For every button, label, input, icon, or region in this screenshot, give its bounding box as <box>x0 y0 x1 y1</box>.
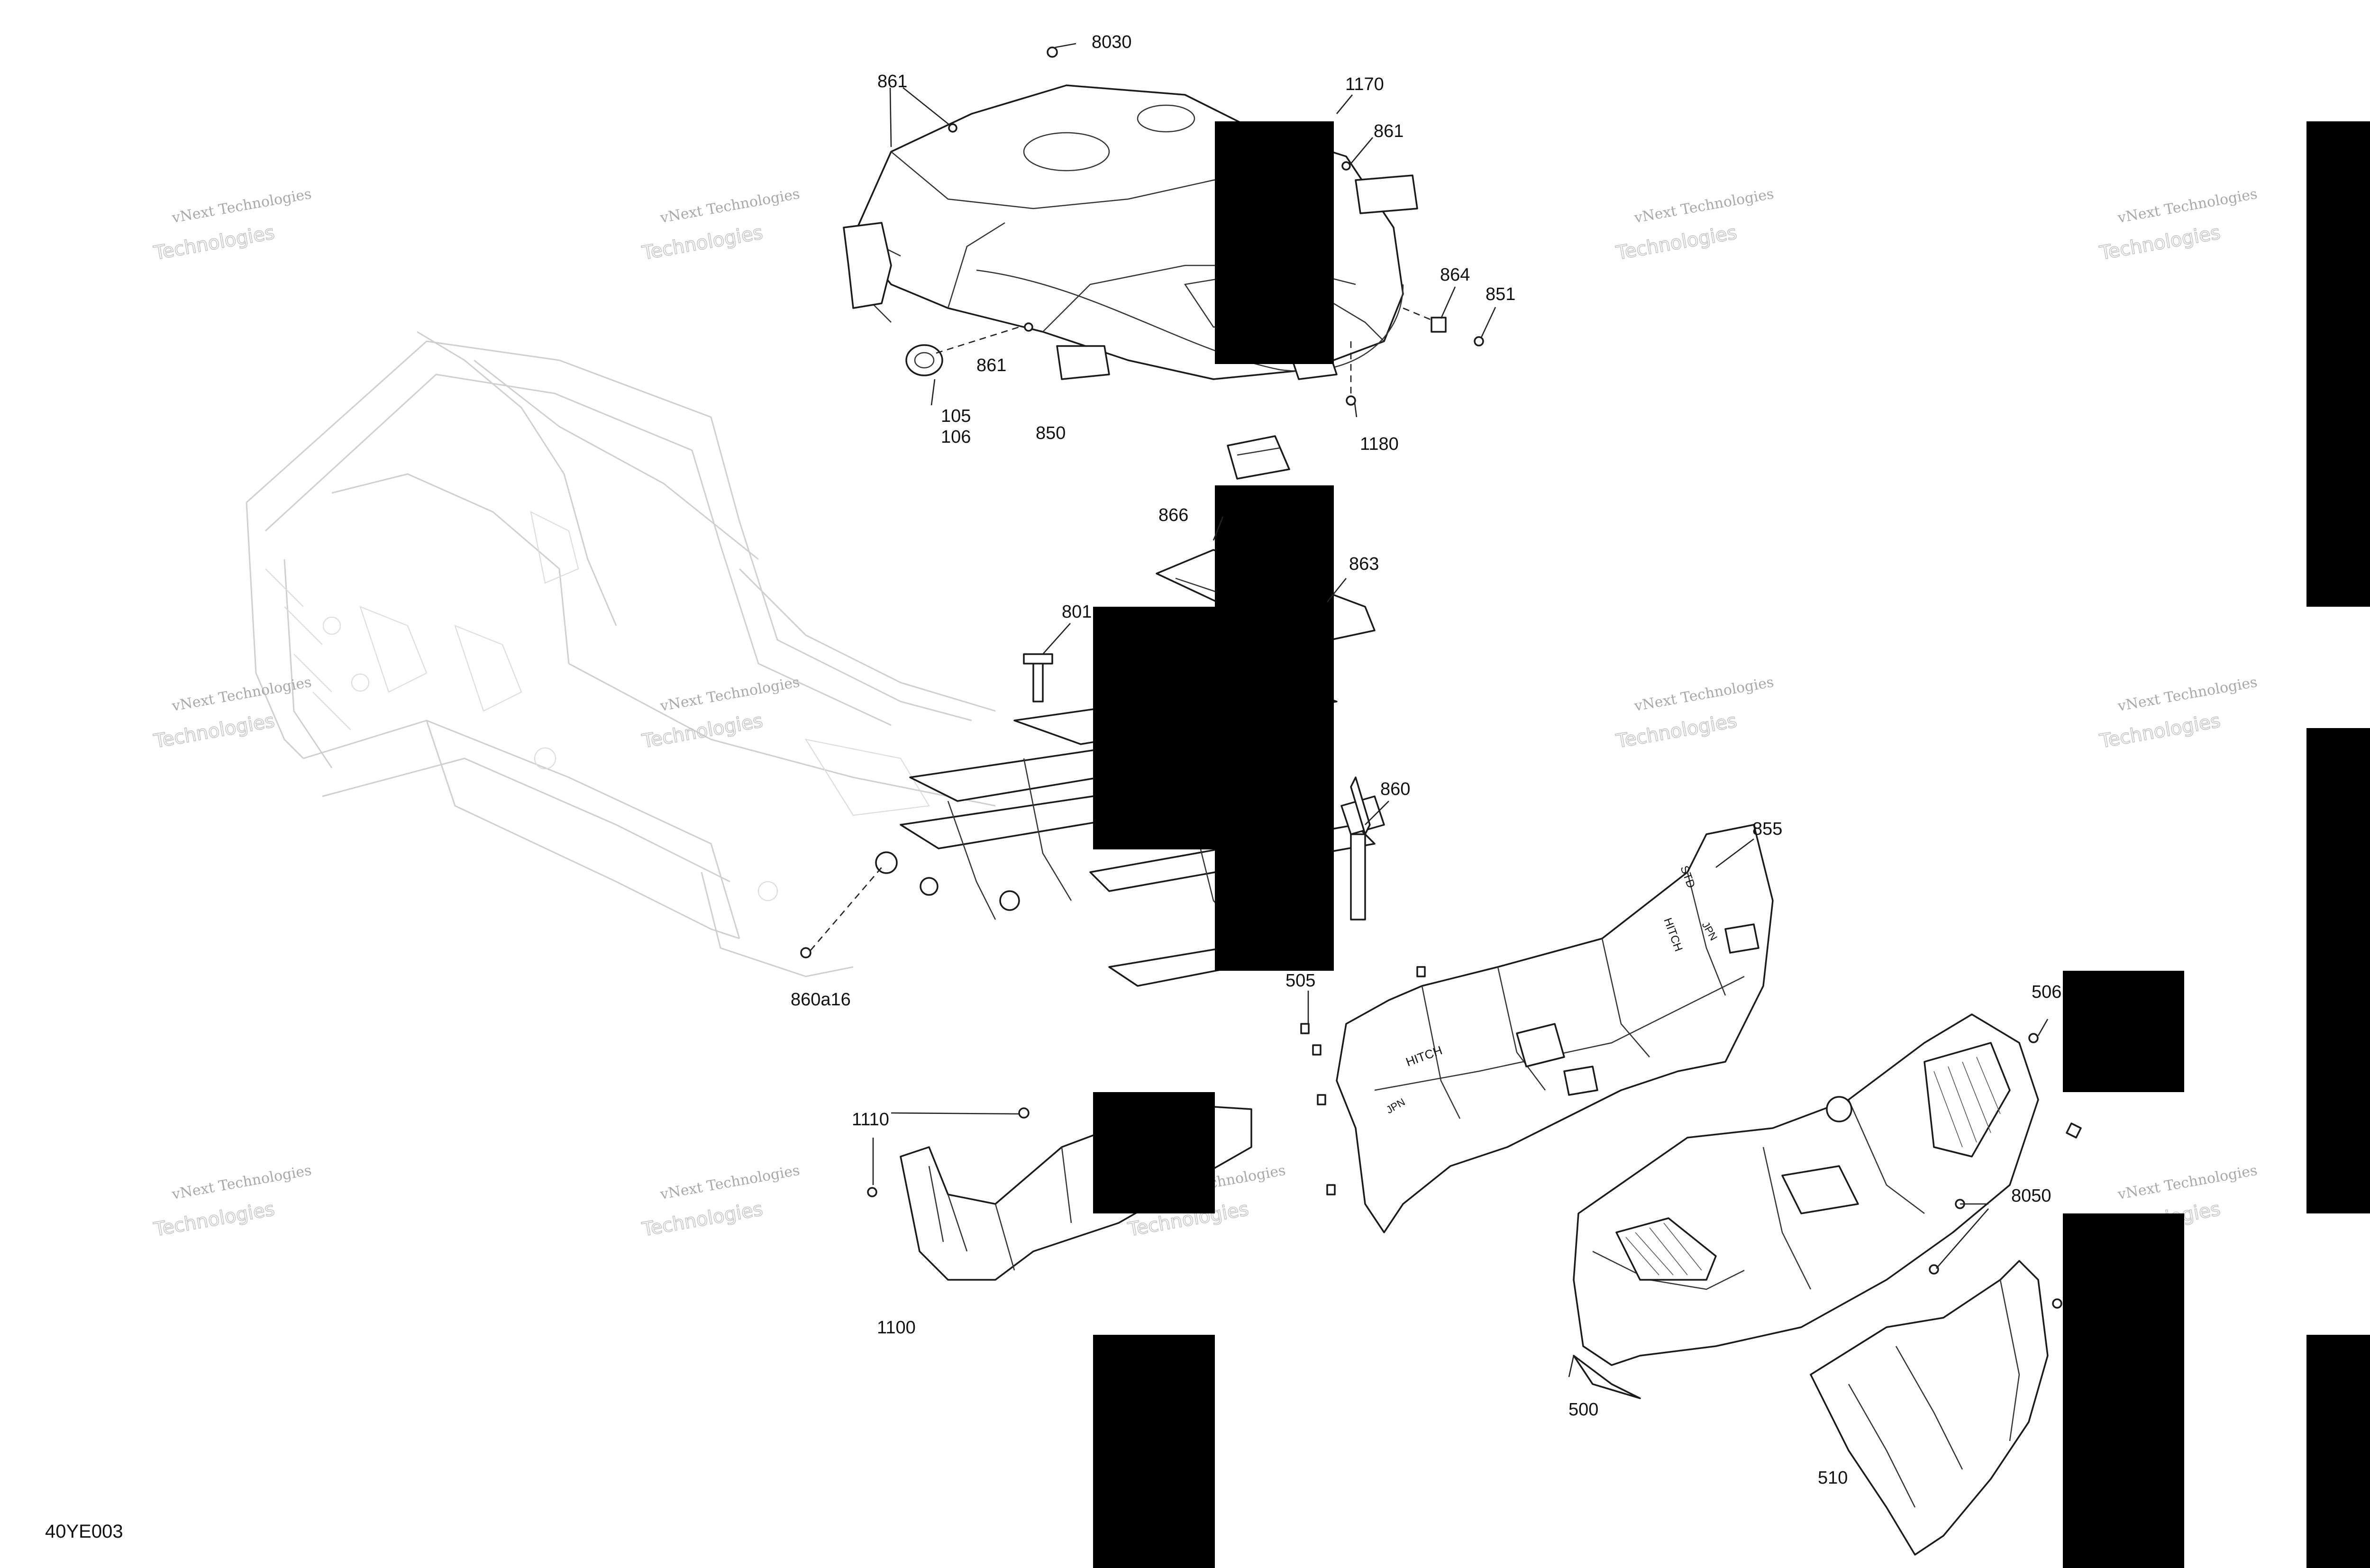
watermark-line1: vNext Technologies <box>1632 186 1775 227</box>
watermark-line2: Technologies <box>640 1198 765 1241</box>
callout-8050: 8050 <box>2011 1186 2051 1206</box>
drawing-code: 40YE003 <box>45 1521 123 1542</box>
callout-863: 863 <box>1349 554 1379 574</box>
callout-866: 866 <box>1158 505 1188 525</box>
callout-1180: 1180 <box>1360 434 1399 454</box>
watermark-line2: Technologies <box>152 710 276 753</box>
redaction-block <box>2063 1213 2184 1568</box>
lower-spoiler-assembly <box>1810 1260 2062 1556</box>
watermark-line2: Technologies <box>1614 710 1739 753</box>
watermark-line2: Technologies <box>1614 222 1739 264</box>
watermark-line1: vNext Technologies <box>658 674 801 715</box>
callout-500: 500 <box>1568 1400 1598 1420</box>
redaction-block <box>1093 1092 1215 1213</box>
watermark-line1: vNext Technologies <box>2116 186 2259 227</box>
top-tray-assembly <box>843 46 1484 406</box>
frame-panel-assembly: HITCH JPN HITCH STD JPN <box>1300 824 1774 1233</box>
callout-labels: 8030 861 1170 861 864 851 861 105 106 85… <box>791 32 2061 1488</box>
watermark-line1: vNext Technologies <box>658 1162 801 1203</box>
watermark-line1: vNext Technologies <box>170 1162 313 1203</box>
watermark-line1: vNext Technologies <box>170 186 313 227</box>
watermark-line2: Technologies <box>640 222 765 264</box>
watermark-line1: vNext Technologies <box>170 674 313 715</box>
callout-510: 510 <box>1818 1468 1848 1488</box>
redaction-block <box>2306 1335 2370 1568</box>
callout-106: 106 <box>941 427 971 447</box>
watermark-line2: Technologies <box>2098 710 2222 753</box>
watermark-line1: vNext Technologies <box>658 186 801 227</box>
callout-850: 850 <box>1036 423 1066 443</box>
watermark-line2: Technologies <box>640 710 765 753</box>
callout-860a16: 860a16 <box>791 990 851 1010</box>
callout-1170: 1170 <box>1345 74 1384 94</box>
redaction-block <box>1215 121 1334 364</box>
leader-lines <box>889 43 1989 1377</box>
callout-861: 861 <box>877 72 907 91</box>
watermark-line2: Technologies <box>152 1198 276 1241</box>
watermark-line2: Technologies <box>2098 222 2222 264</box>
redaction-block <box>1215 485 1334 971</box>
callout-506: 506 <box>2032 982 2061 1002</box>
watermark-line1: vNext Technologies <box>2116 1162 2259 1203</box>
callout-851: 851 <box>1486 284 1515 304</box>
watermark-line1: vNext Technologies <box>2116 674 2259 715</box>
callout-1110: 1110 <box>852 1110 889 1130</box>
callout-855: 855 <box>1752 819 1782 839</box>
callout-861: 861 <box>1374 121 1404 141</box>
watermark-line1: vNext Technologies <box>1632 674 1775 715</box>
redaction-block <box>2063 971 2184 1092</box>
redaction-block <box>1093 607 1215 849</box>
callout-505: 505 <box>1285 971 1315 991</box>
callout-801: 801 <box>1062 602 1092 622</box>
redaction-block <box>1093 1335 1215 1568</box>
redaction-block <box>2306 121 2370 607</box>
redaction-blocks <box>1093 121 2370 1568</box>
callout-1100: 1100 <box>877 1318 916 1338</box>
watermark-line2: Technologies <box>152 222 276 264</box>
callout-864: 864 <box>1440 265 1470 285</box>
ghosted-frame <box>246 331 996 977</box>
front-bumper-assembly <box>1573 1013 2082 1399</box>
callout-105: 105 <box>941 406 971 426</box>
callout-8030: 8030 <box>1092 32 1132 52</box>
callout-861: 861 <box>976 356 1006 375</box>
callout-860: 860 <box>1380 779 1410 799</box>
redaction-block <box>2306 728 2370 1213</box>
